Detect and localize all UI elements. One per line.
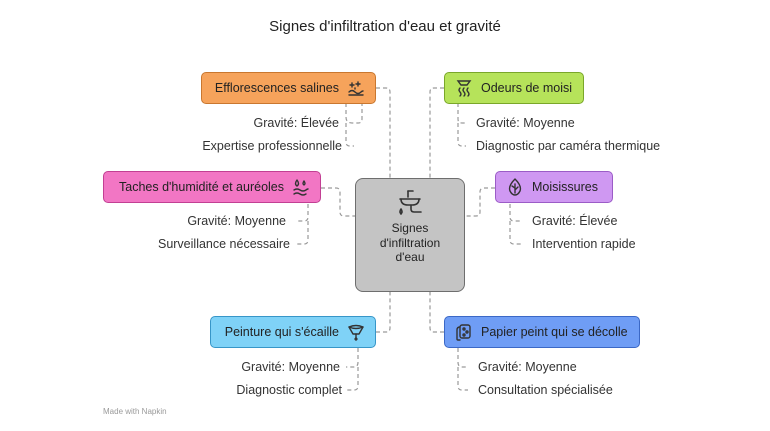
made-with-napkin-footer[interactable]: Made with Napkin: [103, 407, 167, 416]
detail-text: Gravité: Moyenne: [476, 116, 575, 130]
detail-text: Gravité: Moyenne: [241, 360, 340, 374]
detail-text: Consultation spécialisée: [478, 383, 613, 397]
diagram-title: Signes d'infiltration d'eau et gravité: [269, 18, 501, 35]
node-moisissures[interactable]: Moisissures: [495, 171, 613, 203]
node-label: Odeurs de moisi: [481, 81, 573, 95]
detail-text: Intervention rapide: [532, 237, 636, 251]
central-topic-line-2: d'infiltration: [379, 235, 441, 250]
detail-text: Gravité: Élevée: [253, 116, 339, 130]
node-efflorescences-salines[interactable]: Efflorescences salines: [201, 72, 376, 104]
central-topic-line-1: Signes: [391, 221, 429, 235]
detail-text: Gravité: Moyenne: [478, 360, 577, 374]
salt-icon: [348, 81, 364, 96]
detail-text: Gravité: Moyenne: [187, 214, 286, 228]
mold-leaf-icon: [508, 178, 522, 196]
node-label: Peinture qui s'écaille: [224, 325, 339, 339]
detail-text: Expertise professionnelle: [202, 139, 342, 153]
detail-text: Gravité: Élevée: [532, 214, 618, 228]
node-peinture-ecaille[interactable]: Peinture qui s'écaille: [210, 316, 376, 348]
node-label: Taches d'humidité et auréoles: [119, 180, 284, 194]
central-topic[interactable]: Signes d'infiltration d'eau: [355, 178, 465, 292]
sink-leak-icon: [399, 190, 422, 215]
water-drops-icon: [293, 179, 309, 196]
peeling-paint-icon: [348, 324, 364, 341]
node-taches-humidite[interactable]: Taches d'humidité et auréoles: [103, 171, 321, 203]
detail-text: Diagnostic complet: [236, 383, 342, 397]
node-odeurs-de-moisi[interactable]: Odeurs de moisi: [444, 72, 584, 104]
node-papier-peint[interactable]: Papier peint qui se décolle: [444, 316, 640, 348]
node-label: Efflorescences salines: [214, 81, 339, 95]
wallpaper-roll-icon: [456, 324, 471, 341]
detail-text: Diagnostic par caméra thermique: [476, 139, 661, 153]
node-label: Papier peint qui se décolle: [481, 325, 628, 339]
steam-odor-icon: [456, 80, 472, 97]
detail-text: Surveillance nécessaire: [157, 237, 290, 251]
node-label: Moisissures: [532, 180, 598, 194]
central-topic-line-3: d'eau: [395, 250, 425, 264]
